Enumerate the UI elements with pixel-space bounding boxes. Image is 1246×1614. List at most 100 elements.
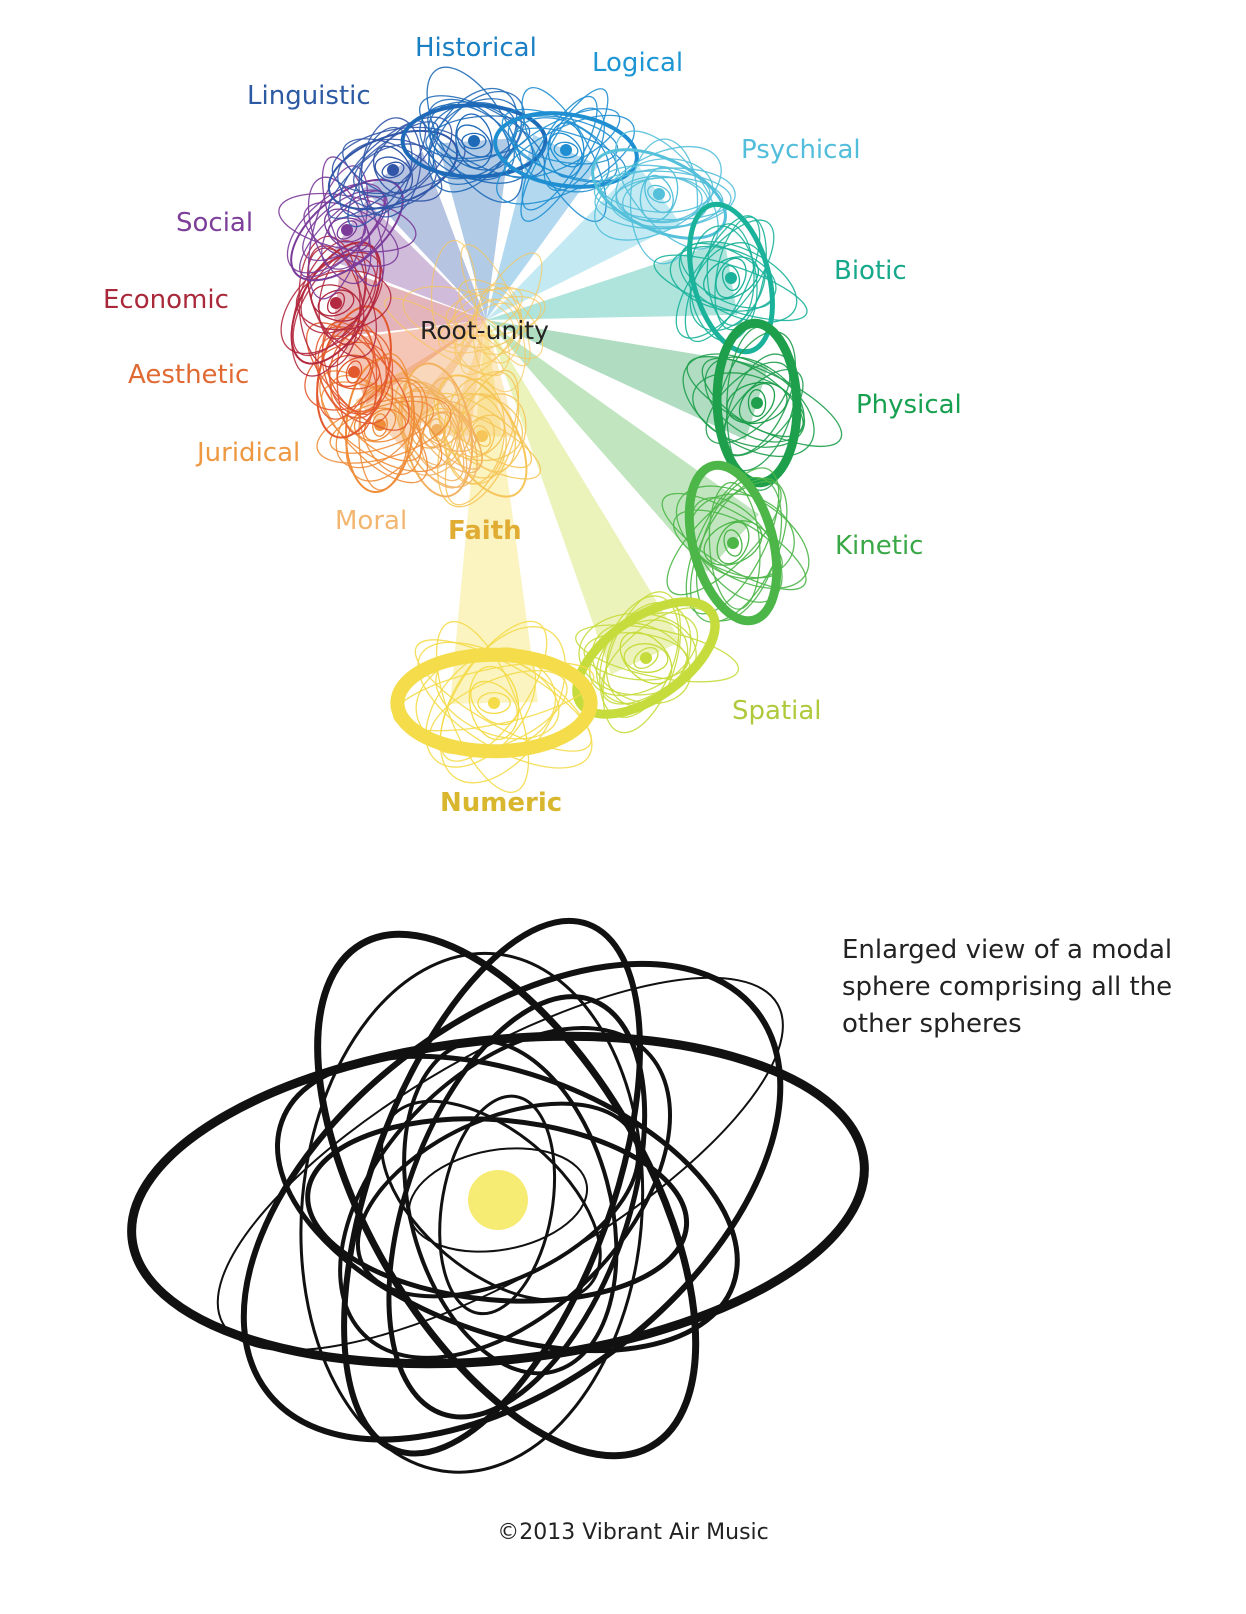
sphere-ring [307,247,377,358]
ray-psychical [486,164,681,320]
sphere-ring [456,393,527,479]
enlarged-ring [305,1116,690,1304]
sphere-ring [347,120,427,228]
sphere-inner-ring [310,284,362,322]
label-physical: Physical [856,390,962,420]
label-spatial: Spatial [732,696,822,726]
sphere-inner-ring [623,643,669,673]
sphere-ring [684,215,761,343]
sphere-ring [439,620,548,762]
label-historical: Historical [415,33,537,63]
sphere-inner-ring [456,124,492,158]
sphere-ring [307,176,372,285]
sphere-economic [280,235,392,377]
sphere-main-ring [684,460,782,626]
sphere-ring [521,95,598,211]
root-unity-ring [472,298,526,393]
sphere-ring [653,254,808,322]
ray-numeric [450,320,538,704]
label-biotic: Biotic [834,256,907,286]
sphere-ring [575,624,740,683]
root-unity-ring [402,285,515,348]
sphere-inner-ring [327,217,367,243]
label-kinetic: Kinetic [835,531,924,561]
sphere-inner-ring [336,220,358,240]
sphere-ring [602,591,682,734]
ray-linguistic [363,151,486,320]
sphere-main-ring [687,201,775,355]
copyright-notice: ©2013 Vibrant Air Music [497,1520,769,1545]
sphere-ring [303,201,399,267]
enlarged-ring [380,1099,602,1302]
label-faith: Faith [448,516,522,546]
sphere-inner-ring [468,665,520,741]
sphere-core [476,430,488,442]
sphere-inner-ring [721,265,741,291]
sphere-biotic [653,201,808,355]
sphere-inner-ring [381,161,405,179]
label-social: Social [176,208,254,238]
sphere-inner-ring [716,521,750,565]
sphere-inner-ring [317,289,355,317]
sphere-inner-ring [703,520,763,566]
sphere-inner-ring [549,132,583,168]
label-moral: Moral [335,506,408,536]
enlarged-ring [299,951,645,1474]
root-unity-ring [448,286,523,340]
root-unity-ring [458,279,544,360]
sphere-ring [335,380,424,469]
sphere-inner-ring [470,680,518,726]
sphere-core [560,144,572,156]
sphere-inner-ring [647,184,671,204]
sphere-ring [504,108,621,179]
sphere-numeric [390,620,598,793]
sphere-inner-ring [619,631,673,685]
root-unity-label: Root-unity [420,316,549,345]
sphere-inner-ring [326,292,346,314]
sphere-inner-ring [461,132,487,150]
sphere-linguistic [327,116,466,228]
label-linguistic: Linguistic [247,81,371,111]
sphere-ring [414,639,592,752]
sphere-inner-ring [738,383,776,423]
sphere-ring [599,164,711,213]
root-unity-ring [454,288,523,355]
sphere-main-ring [591,148,727,240]
sphere-inner-ring [353,407,407,443]
enlarged-rings [127,917,869,1474]
sphere-inner-ring [374,156,412,184]
sphere-inner-ring [644,174,674,214]
sphere-inner-ring [723,529,743,557]
spheres-layer [278,66,843,793]
sphere-main-ring [493,111,639,189]
label-juridical: Juridical [197,438,301,468]
sphere-main-ring [390,647,598,759]
enlarged-core [468,1170,528,1230]
sphere-main-ring [572,597,720,719]
sphere-core [653,188,665,200]
ray-physical [486,320,769,441]
sphere-main-ring [436,374,528,498]
sphere-historical [400,66,548,203]
sphere-ring [428,392,524,462]
sphere-ring [321,196,390,270]
sphere-inner-ring [345,360,363,384]
sphere-core [468,135,480,147]
sphere-ring [594,167,736,230]
label-aesthetic: Aesthetic [128,360,250,390]
enlarged-view-caption: Enlarged view of a modal sphere comprisi… [842,935,1173,1039]
sphere-ring [701,357,804,438]
enlarged-ring [402,1038,619,1376]
sphere-ring [594,145,722,241]
sphere-ring [692,372,806,448]
sphere-social [278,156,417,300]
sphere-main-ring [327,129,459,211]
sphere-ring [322,321,383,416]
sphere-inner-ring [703,256,759,300]
enlarged-ring [240,960,784,1443]
sphere-ring [669,245,777,312]
ray-logical [486,134,599,320]
sphere-ring [629,138,699,265]
sphere-inner-ring [547,122,585,178]
